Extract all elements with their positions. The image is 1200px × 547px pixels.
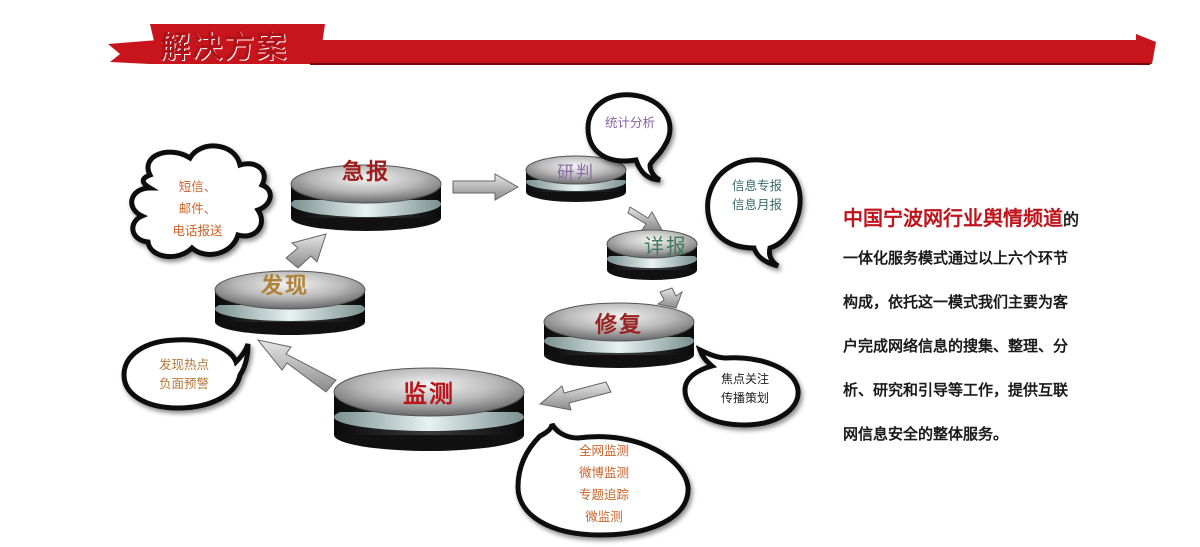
bubble-notify-line: 短信、 <box>178 179 217 194</box>
bubble-monitor-line: 微博监测 <box>578 465 629 480</box>
bubble-alert-text: 发现热点 负面预警 <box>138 355 230 393</box>
solution-cycle-diagram: 急报 研判 详报 修复 监测 发现 短信、 邮件、 电话报送 统计分析 信息专报… <box>121 92 803 538</box>
bubble-reports-line: 信息专报 <box>731 178 782 193</box>
bubble-monitor-line: 专题追踪 <box>578 487 629 502</box>
bubble-monitor-line: 全网监测 <box>578 443 629 458</box>
summary-line: 析、研究和引导等工作，提供互联 <box>843 381 1069 399</box>
summary-headline-tail: 的 <box>1063 210 1080 229</box>
bubble-reports-text: 信息专报 信息月报 <box>716 176 798 214</box>
bubble-notify <box>129 143 273 260</box>
bubble-monitor-line: 微监测 <box>585 509 623 524</box>
ribbon-shape <box>108 34 1156 64</box>
bubble-stats-line: 统计分析 <box>604 115 655 130</box>
node-jibao-label: 急报 <box>341 160 390 185</box>
section-banner: 解决方案 <box>0 0 1200 80</box>
bubble-monitor-text: 全网监测 微博监测 专题追踪 微监测 <box>558 440 650 528</box>
node-jiance-label: 监测 <box>403 380 455 408</box>
arrow-jibao-to-yanpan <box>452 173 520 201</box>
disk-faxian <box>214 270 366 335</box>
service-summary: 中国宁波网行业舆情频道的 一体化服务模式通过以上六个环节 构成，依托这一模式我们… <box>843 200 1143 456</box>
node-yanpan-label: 研判 <box>557 163 595 183</box>
bubble-focus-line: 焦点关注 <box>720 372 769 386</box>
arrow-xiufu-to-jiance <box>538 381 612 411</box>
bubble-reports <box>705 157 803 269</box>
bubble-alert-line: 发现热点 <box>158 357 209 372</box>
bubble-stats-text: 统计分析 <box>590 112 670 134</box>
summary-line: 户完成网络信息的搜集、整理、分 <box>843 337 1069 355</box>
summary-line: 网信息安全的整体服务。 <box>843 425 1009 443</box>
disk-yanpan <box>525 155 627 202</box>
bubble-alert-line: 负面预警 <box>158 376 209 391</box>
arrow-yanpan-to-xiangbao <box>627 206 663 231</box>
bubble-focus <box>682 345 801 428</box>
bubble-focus-line: 传播策划 <box>720 391 769 405</box>
bubble-reports-line: 信息月报 <box>731 197 782 212</box>
node-xiufu-label: 修复 <box>594 313 643 338</box>
disk-jiance <box>333 367 525 451</box>
disk-xiangbao <box>606 229 698 280</box>
summary-line: 构成，依托这一模式我们主要为客 <box>843 293 1069 311</box>
bubble-notify-text: 短信、 邮件、 电话报送 <box>150 176 245 242</box>
summary-line: 一体化服务模式通过以上六个环节 <box>843 249 1069 267</box>
node-xiangbao-label: 详报 <box>644 234 688 258</box>
bubble-alert <box>121 337 251 411</box>
bubble-notify-line: 电话报送 <box>172 223 223 238</box>
arrow-xiangbao-to-xiufu <box>656 287 684 309</box>
banner-title: 解决方案 <box>160 30 288 65</box>
summary-headline: 中国宁波网行业舆情频道 <box>843 206 1063 230</box>
title-ribbon-block <box>150 24 325 58</box>
bubble-monitor <box>515 422 691 538</box>
disk-jibao <box>290 164 442 231</box>
node-faxian-label: 发现 <box>260 274 309 299</box>
arrow-faxian-to-jibao <box>285 233 327 269</box>
bubble-stats <box>585 92 673 183</box>
summary-headline-row: 中国宁波网行业舆情频道的 <box>843 200 1143 236</box>
disk-xiufu <box>543 302 695 368</box>
banner-ribbon <box>108 24 1156 65</box>
bubble-notify-line: 邮件、 <box>178 201 217 216</box>
bubble-focus-text: 焦点关注 传播策划 <box>700 370 790 408</box>
arrow-jiance-to-faxian <box>256 339 337 393</box>
